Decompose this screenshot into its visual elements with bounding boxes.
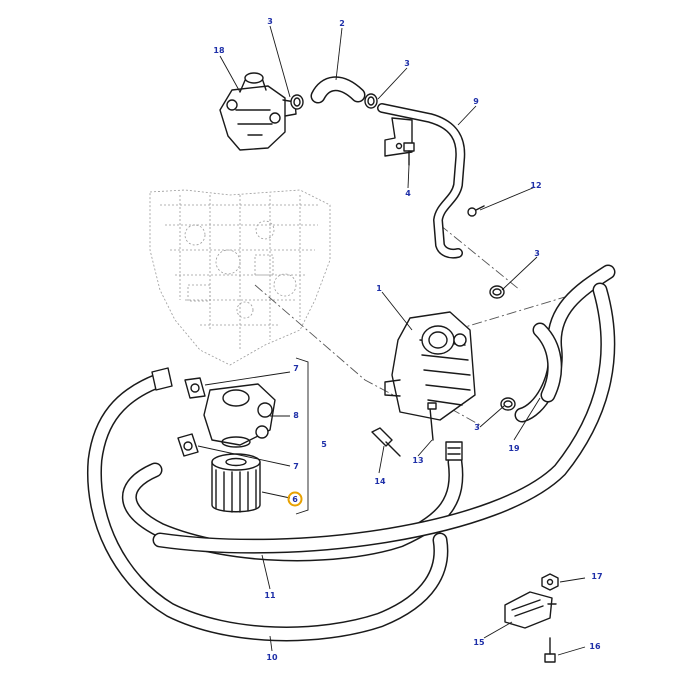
part-12-bolt bbox=[467, 205, 485, 217]
part-14-long-bolt bbox=[371, 427, 401, 457]
part-18-thermostat-housing bbox=[219, 72, 297, 151]
part-4-bolt bbox=[403, 142, 415, 166]
callout-9: 9 bbox=[473, 97, 479, 106]
callout-10: 10 bbox=[266, 653, 278, 662]
callout-17: 17 bbox=[591, 572, 602, 581]
callout-7-b: 7 bbox=[293, 462, 299, 471]
part-3-hose-clamp-d bbox=[500, 397, 516, 411]
callout-15: 15 bbox=[473, 638, 485, 647]
part-1-oil-cooler-module bbox=[384, 311, 476, 421]
callout-16: 16 bbox=[589, 642, 601, 651]
part-7-fitting-upper bbox=[184, 377, 206, 399]
part-13-mounting-bolt bbox=[427, 402, 437, 441]
callout-1: 1 bbox=[376, 284, 382, 293]
callout-19: 19 bbox=[508, 444, 520, 453]
group-bracket-5 bbox=[295, 357, 309, 515]
callout-3-c: 3 bbox=[534, 249, 540, 258]
part-9-coolant-pipe bbox=[377, 103, 466, 259]
callout-3-b: 3 bbox=[404, 59, 410, 68]
callout-5: 5 bbox=[321, 440, 327, 449]
callout-11: 11 bbox=[264, 591, 276, 600]
part-10-lower-hose bbox=[86, 367, 449, 642]
callout-3-a: 3 bbox=[267, 17, 273, 26]
part-19-return-hose bbox=[514, 264, 616, 423]
callout-3-d: 3 bbox=[474, 423, 480, 432]
part-8-filter-head bbox=[203, 383, 276, 448]
part-3-hose-clamp-c bbox=[489, 285, 505, 299]
part-3-hose-clamp-a bbox=[290, 94, 304, 110]
part-7-fitting-lower bbox=[177, 433, 199, 457]
part-2-short-hose bbox=[310, 76, 366, 104]
callout-14: 14 bbox=[374, 477, 386, 486]
part-3-hose-clamp-b bbox=[364, 93, 378, 109]
engine-block-outline bbox=[149, 189, 331, 366]
callout-7-a: 7 bbox=[293, 364, 299, 373]
highlight-ring-6 bbox=[287, 491, 303, 507]
callout-4: 4 bbox=[405, 189, 411, 198]
callout-8: 8 bbox=[293, 411, 299, 420]
part-17-nut bbox=[541, 573, 559, 591]
filter-cartridge bbox=[211, 453, 261, 513]
callout-12: 12 bbox=[530, 181, 541, 190]
part-15-hose-bracket bbox=[504, 591, 557, 629]
callout-18: 18 bbox=[213, 46, 225, 55]
callout-6: 6 bbox=[292, 495, 298, 504]
callout-13: 13 bbox=[412, 456, 423, 465]
part-16-bolt bbox=[544, 637, 556, 663]
callout-leader-lines bbox=[197, 25, 586, 656]
part-11-large-hose bbox=[121, 282, 616, 562]
callout-labels: 1 2 3 3 3 3 4 5 6 7 7 8 9 10 11 12 13 14… bbox=[213, 17, 602, 662]
callout-2: 2 bbox=[339, 19, 345, 28]
